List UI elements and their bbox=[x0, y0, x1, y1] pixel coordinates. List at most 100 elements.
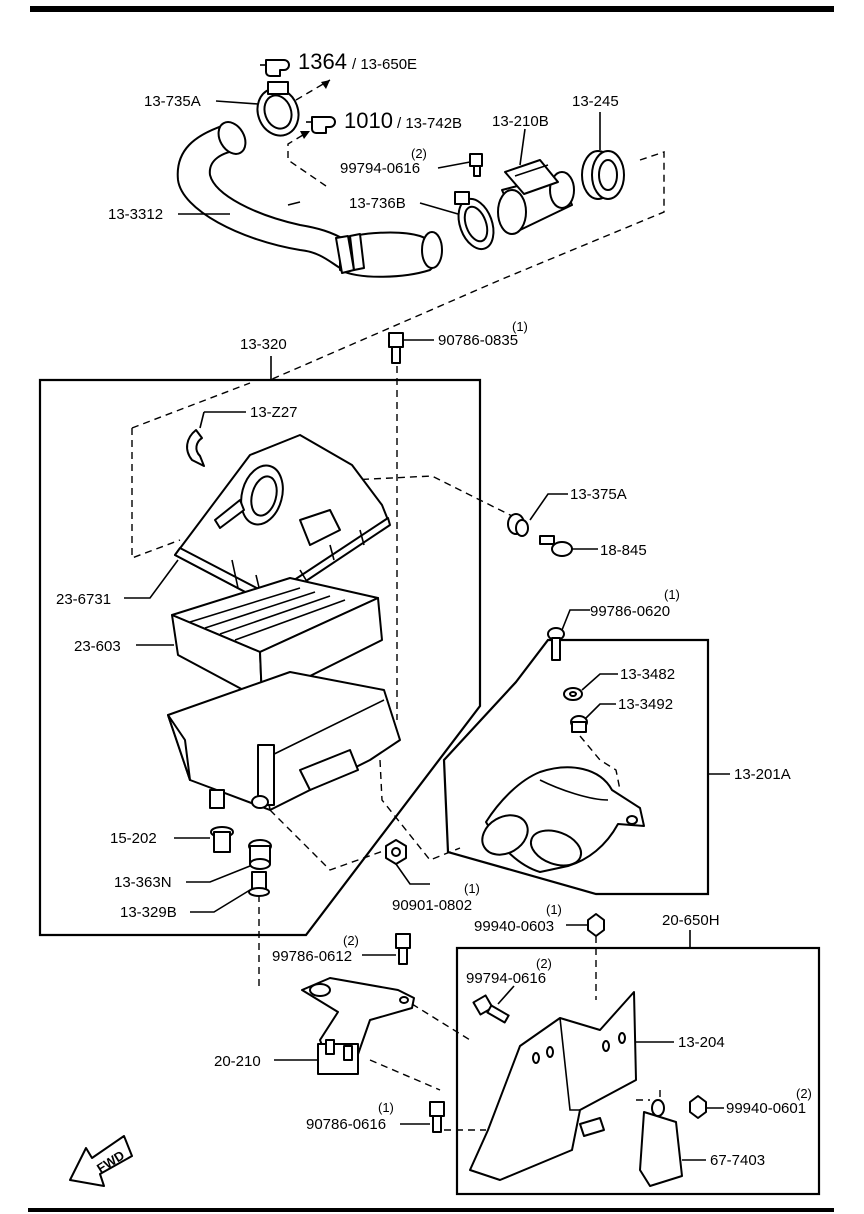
air-cleaner-case-lower bbox=[167, 671, 401, 811]
label-90901-0802: 90901-0802 bbox=[392, 897, 472, 914]
arrow-head-icon bbox=[300, 131, 310, 139]
nut-99940-0601 bbox=[689, 1095, 707, 1119]
ref-1364: 1364 bbox=[298, 49, 347, 74]
connection-dashed-line bbox=[579, 735, 621, 791]
air-duct-13-3312 bbox=[176, 121, 443, 278]
label-13-245: 13-245 bbox=[572, 93, 619, 110]
air-flow-meter-13-210B bbox=[497, 159, 575, 235]
resonance-chamber-frame bbox=[442, 638, 710, 896]
ref-arrow-line bbox=[295, 79, 331, 101]
leader-line bbox=[519, 128, 526, 166]
intake-duct-group: 1364 / 13-650E 1010 / 13-742B bbox=[176, 49, 665, 381]
leader-line bbox=[529, 493, 568, 521]
label-90786-0835: 90786-0835 bbox=[438, 332, 518, 349]
label-99786-0620: 99786-0620 bbox=[590, 603, 670, 620]
air-cleaner-frame bbox=[38, 378, 482, 937]
fwd-arrow-icon: FWD bbox=[69, 1135, 133, 1187]
bolt-90786-0616 bbox=[429, 1101, 445, 1133]
qty-90786-0616: (1) bbox=[378, 1100, 394, 1115]
connection-dashed-line bbox=[369, 1059, 441, 1091]
ref-arrow-line bbox=[287, 131, 327, 187]
label-23-6731: 23-6731 bbox=[56, 591, 111, 608]
sensor-18-845 bbox=[539, 535, 573, 557]
ref-13-742B: / 13-742B bbox=[397, 115, 462, 132]
label-20-210: 20-210 bbox=[214, 1053, 261, 1070]
qty-99786-0612: (2) bbox=[343, 933, 359, 948]
connection-dashed-line bbox=[379, 759, 461, 861]
label-99786-0612: 99786-0612 bbox=[272, 948, 352, 965]
bracket-20-210 bbox=[301, 977, 415, 1075]
clip-13-Z27 bbox=[186, 429, 205, 467]
label-18-845: 18-845 bbox=[600, 542, 647, 559]
insulator-15-202 bbox=[210, 826, 234, 853]
bolt-99794-0616 bbox=[469, 153, 483, 177]
collar-13-329B bbox=[248, 871, 270, 897]
leader-line bbox=[585, 703, 616, 719]
qty-99786-0620: (1) bbox=[664, 587, 680, 602]
nut-99940-0603 bbox=[587, 913, 605, 937]
leader-line bbox=[215, 100, 259, 105]
connection-dashed-line bbox=[269, 809, 387, 871]
leader-line bbox=[437, 161, 471, 169]
qty-90901-0802: (1) bbox=[464, 881, 480, 896]
hand-pointer-icon bbox=[260, 59, 290, 77]
ref-1010: 1010 bbox=[344, 108, 393, 133]
leader-line bbox=[497, 985, 515, 1005]
leader-line bbox=[186, 865, 251, 883]
label-20-650H: 20-650H bbox=[662, 912, 720, 929]
grommet-13-363N bbox=[248, 839, 272, 870]
label-99794-0616-top: 99794-0616 bbox=[340, 160, 420, 177]
label-99940-0601: 99940-0601 bbox=[726, 1100, 806, 1117]
label-13-736B: 13-736B bbox=[349, 195, 406, 212]
bracket-13-204 bbox=[469, 991, 637, 1181]
label-23-603: 23-603 bbox=[74, 638, 121, 655]
connection-dashed-line bbox=[131, 382, 251, 560]
connection-dashed-line bbox=[411, 1003, 471, 1041]
label-15-202: 15-202 bbox=[110, 830, 157, 847]
leader-line bbox=[395, 863, 430, 885]
arrow-head-icon bbox=[321, 80, 330, 89]
washer-13-3482 bbox=[563, 687, 583, 701]
label-13-210B: 13-210B bbox=[492, 113, 549, 130]
hand-pointer-icon bbox=[306, 116, 336, 134]
nut-90901-0802 bbox=[385, 839, 407, 865]
qty-90786-0835: (1) bbox=[512, 319, 528, 334]
bolt-99786-0620 bbox=[547, 627, 565, 661]
bolt-99794-0616 bbox=[472, 994, 510, 1024]
label-13-320: 13-320 bbox=[240, 336, 287, 353]
label-90786-0616: 90786-0616 bbox=[306, 1116, 386, 1133]
qty-99794-0616-bot: (2) bbox=[536, 956, 552, 971]
top-border bbox=[30, 6, 834, 12]
leader-line bbox=[199, 411, 205, 429]
qty-99940-0603: (1) bbox=[546, 902, 562, 917]
leader-line bbox=[581, 673, 618, 691]
label-13-375A: 13-375A bbox=[570, 486, 627, 503]
label-13-Z27: 13-Z27 bbox=[250, 404, 298, 421]
bottom-border bbox=[28, 1208, 834, 1212]
bracket-frame bbox=[455, 946, 821, 1196]
resonance-chamber-13-201A bbox=[481, 766, 645, 873]
label-99794-0616-bot: 99794-0616 bbox=[466, 970, 546, 987]
label-13-329B: 13-329B bbox=[120, 904, 177, 921]
connection-dashed-line bbox=[349, 475, 521, 521]
grommet-13-3492 bbox=[570, 715, 588, 733]
bolt-90786-0835 bbox=[388, 332, 404, 364]
label-13-3492: 13-3492 bbox=[618, 696, 673, 713]
hose-clamp-13-736B bbox=[454, 191, 495, 251]
qty-99940-0601: (2) bbox=[796, 1086, 812, 1101]
connection-dashed-line bbox=[269, 151, 665, 381]
label-13-3482: 13-3482 bbox=[620, 666, 675, 683]
label-13-3312: 13-3312 bbox=[108, 206, 163, 223]
label-13-363N: 13-363N bbox=[114, 874, 172, 891]
grommet-13-375A bbox=[507, 513, 529, 537]
rubber-boot-13-245 bbox=[581, 150, 625, 200]
qty-99794-0616-top: (2) bbox=[411, 146, 427, 161]
hose-clamp-13-735A bbox=[256, 81, 300, 137]
connection-dashed-line bbox=[636, 1090, 661, 1101]
ref-13-650E: / 13-650E bbox=[352, 56, 417, 73]
leader-line bbox=[419, 202, 459, 215]
leader-line bbox=[561, 609, 590, 631]
leader-line bbox=[190, 889, 251, 913]
label-13-204: 13-204 bbox=[678, 1034, 725, 1051]
